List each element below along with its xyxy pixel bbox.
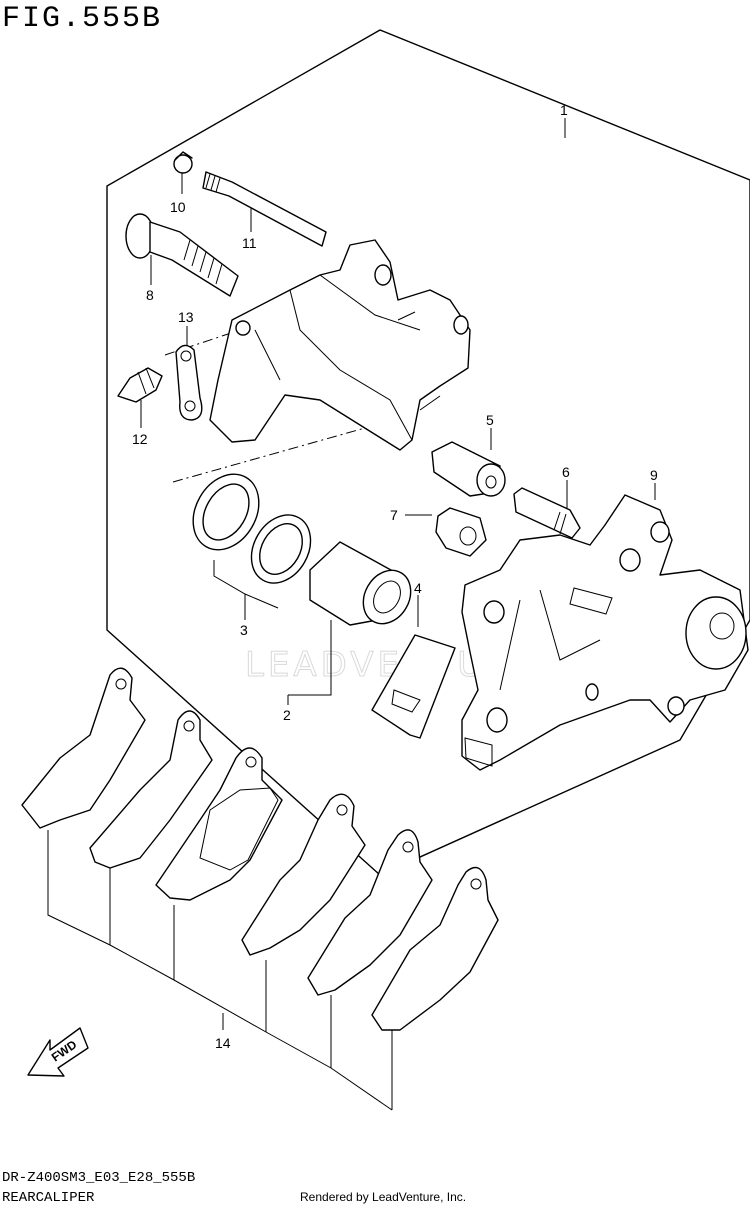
callout-8: 8 (146, 287, 154, 303)
part-6-pin-bolt (513, 487, 581, 539)
callout-6: 6 (562, 464, 570, 480)
callout-13: 13 (178, 309, 194, 325)
part-7-boot (435, 507, 487, 557)
section-name: REARCALIPER (2, 1190, 95, 1206)
callout-11: 11 (242, 235, 257, 251)
part-8-bolt (125, 213, 239, 297)
callout-14: 14 (215, 1035, 231, 1051)
callout-10: 10 (170, 199, 186, 215)
part-12-bleeder-valve (117, 367, 163, 403)
part-11-slide-pin (202, 171, 327, 247)
part-3-seals (192, 473, 312, 584)
figure-title: FIG.555B (2, 2, 163, 36)
callout-labels: 1 2 3 4 5 6 7 8 9 10 11 12 13 14 (132, 102, 658, 1051)
leader-lines (47, 118, 656, 1111)
callout-5: 5 (486, 412, 494, 428)
fwd-arrow-icon: FWD (27, 1027, 89, 1077)
part-10-cap (173, 151, 193, 174)
callout-1: 1 (560, 102, 568, 118)
caliper-body (209, 239, 471, 451)
model-code: DR-Z400SM3_E03_E28_555B (2, 1170, 196, 1186)
callout-3: 3 (240, 622, 248, 638)
credit-text: Rendered by LeadVenture, Inc. (300, 1190, 467, 1204)
part-14-brake-pads (21, 667, 499, 1031)
callout-4: 4 (414, 580, 422, 596)
part-2-piston (309, 541, 412, 626)
callout-9: 9 (650, 467, 658, 483)
callout-7: 7 (390, 507, 398, 523)
callout-12: 12 (132, 431, 148, 447)
callout-2: 2 (283, 707, 291, 723)
part-13-bracket (175, 344, 203, 421)
part-4-pad-spring (371, 634, 456, 739)
part-9-caliper-bracket (461, 494, 749, 771)
part-5-sleeve (431, 441, 506, 497)
